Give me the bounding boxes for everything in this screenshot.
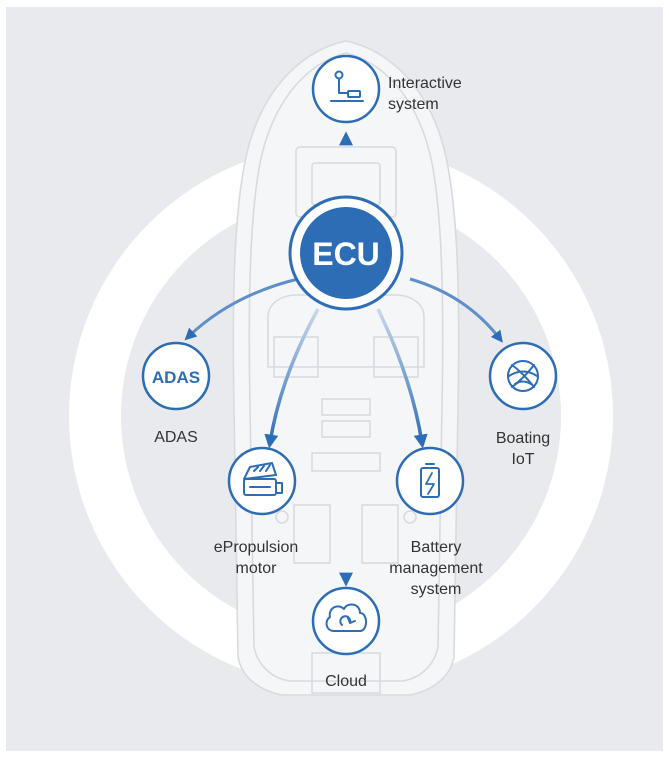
cloud-label: Cloud [325, 673, 367, 690]
iot-label-line1: Boating [496, 430, 550, 447]
iot-label-line2: IoT [511, 451, 534, 468]
node-interactive-system: Interactive system [311, 54, 462, 124]
interactive-label-line1: Interactive [388, 75, 462, 92]
arrow-to-epropulsion [264, 308, 320, 449]
arrow-to-battery [376, 308, 428, 449]
battery-label-line3: system [411, 581, 462, 598]
node-battery-management: Battery management system [389, 446, 483, 598]
epropulsion-label-line2: motor [236, 560, 278, 577]
node-cloud: Cloud [311, 586, 381, 690]
diagram-canvas: ECU Interactive system ADAS ADAS Boating… [6, 7, 663, 751]
epropulsion-label-line1: ePropulsion [214, 539, 299, 556]
battery-icon [420, 463, 440, 498]
interactive-label-line2: system [388, 96, 439, 113]
node-adas: ADAS ADAS [141, 341, 211, 446]
node-epropulsion-motor: ePropulsion motor [214, 446, 299, 577]
connections [184, 131, 503, 587]
battery-label-line1: Battery [411, 539, 462, 556]
battery-label-line2: management [389, 560, 483, 577]
node-boating-iot: Boating IoT [488, 341, 558, 468]
arrow-to-iot [409, 277, 503, 343]
cloud-icon [325, 603, 367, 632]
ecu-node: ECU [288, 195, 404, 311]
adas-text-icon: ADAS [152, 368, 200, 387]
ecu-diagram: ECU Interactive system ADAS ADAS Boating… [69, 40, 613, 696]
motor-icon [243, 462, 283, 496]
arrow-to-adas [184, 277, 299, 341]
ecu-label: ECU [312, 236, 380, 272]
globe-icon [507, 360, 539, 392]
joystick-icon [330, 70, 364, 102]
adas-label: ADAS [154, 429, 198, 446]
